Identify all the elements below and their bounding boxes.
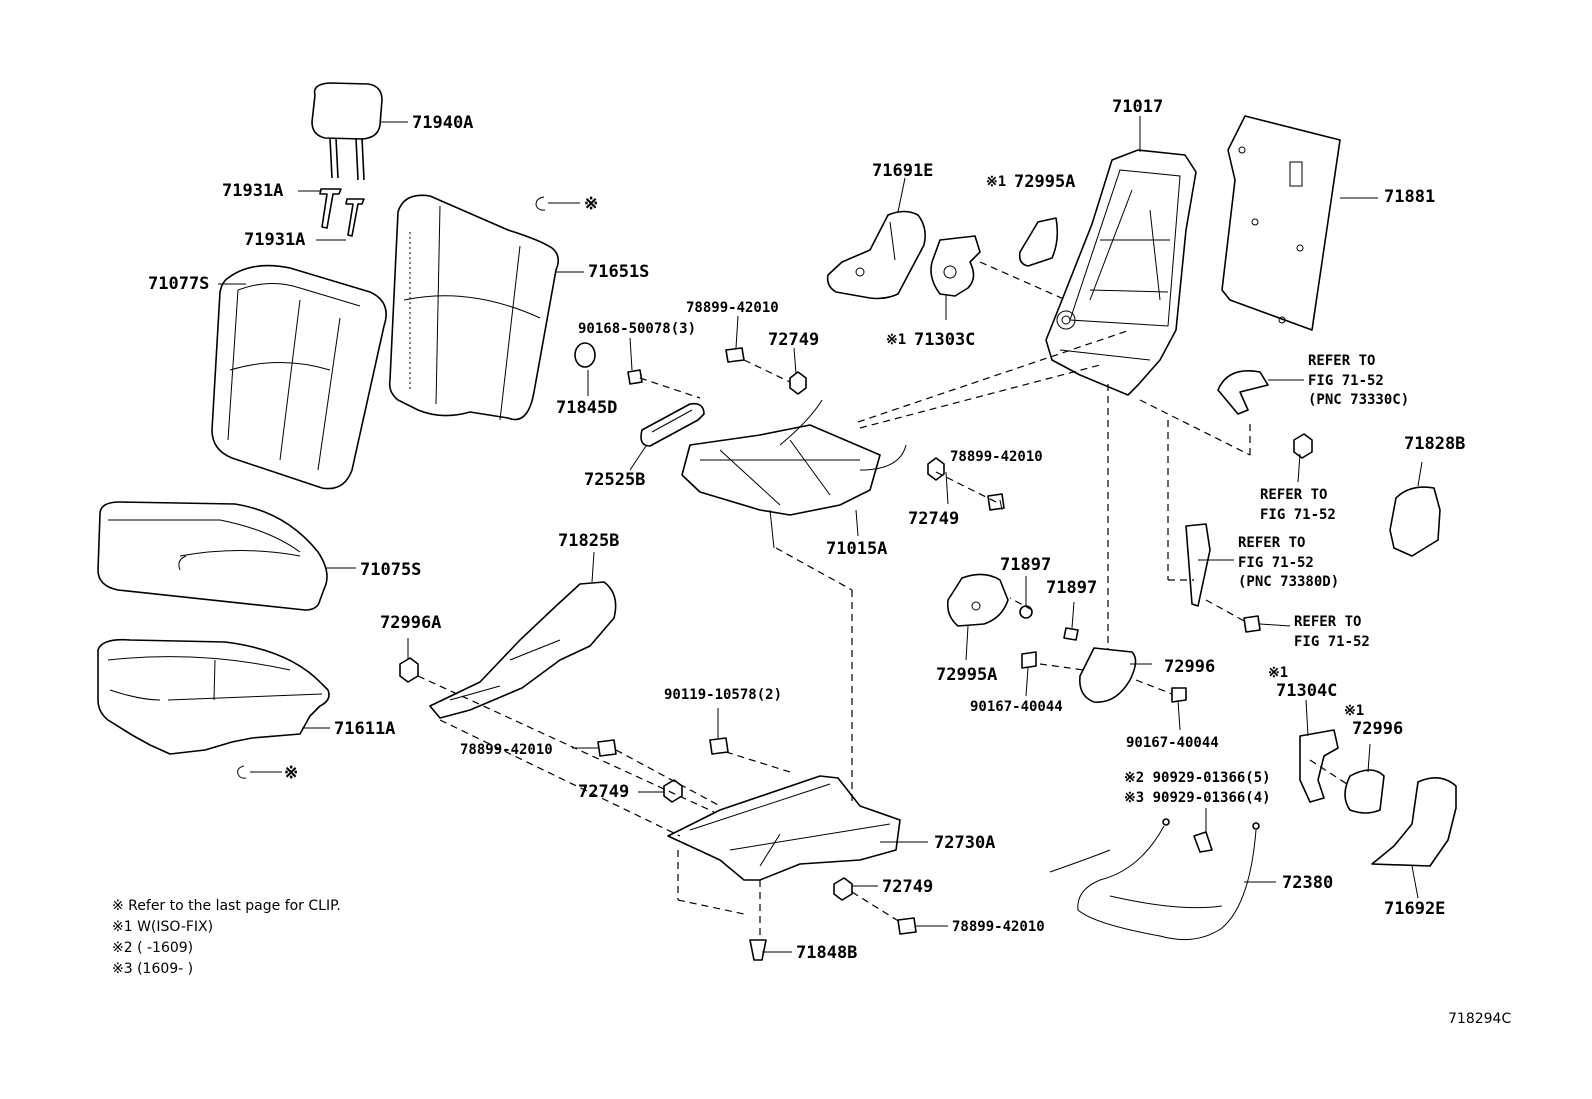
label-71897-a: 71897 bbox=[1000, 555, 1051, 575]
legend-iso-fix-note: ※1 W(ISO-FIX) bbox=[112, 919, 213, 935]
label-78899-42010-b: 78899-42010 bbox=[950, 449, 1043, 465]
clip-symbol-bottom bbox=[237, 765, 282, 779]
seatback-cover-illustration bbox=[211, 264, 387, 490]
recliner-cover-small-illustration bbox=[1018, 217, 1059, 267]
label-71897-b: 71897 bbox=[1046, 578, 1097, 598]
label-refer3-line2: FIG 71-52 bbox=[1238, 555, 1314, 571]
label-71077S: 71077S bbox=[148, 274, 209, 294]
label-71303C: 71303C bbox=[914, 330, 975, 350]
recliner-cover-outer-illustration bbox=[930, 235, 981, 320]
small-fastener-group-top bbox=[574, 342, 1005, 511]
label-71931A-upper: 71931A bbox=[222, 181, 283, 201]
label-90168-50078: 90168-50078(3) bbox=[578, 321, 696, 337]
part-labels: 71940A 71931A 71931A 71077S 71651S ※ ※ 7… bbox=[148, 97, 1465, 963]
label-71828B: 71828B bbox=[1404, 434, 1465, 454]
label-90929-01366-5: ※2 90929-01366(5) bbox=[1124, 770, 1271, 786]
label-refer2-line2: FIG 71-52 bbox=[1260, 507, 1336, 523]
label-72996A: 72996A bbox=[380, 613, 441, 633]
label-refer3-line1: REFER TO bbox=[1238, 535, 1305, 551]
seatbelt-anchor-illustration bbox=[1217, 370, 1313, 459]
label-72749-d: 72749 bbox=[882, 877, 933, 897]
small-fastener-group-bottom bbox=[749, 877, 917, 961]
clip-symbol-top bbox=[535, 196, 580, 211]
legend-prod-date-after: ※3 (1609- ) bbox=[112, 961, 193, 977]
seat-cushion-cover-illustration bbox=[97, 501, 328, 611]
label-refer4-line1: REFER TO bbox=[1294, 614, 1361, 630]
label-71304C-mark: ※1 bbox=[1268, 665, 1288, 681]
label-71651S: 71651S bbox=[588, 262, 649, 282]
seatback-frame-illustration bbox=[1045, 149, 1197, 396]
label-71017: 71017 bbox=[1112, 97, 1163, 117]
label-71845D: 71845D bbox=[556, 398, 617, 418]
label-90167-40044-a: 90167-40044 bbox=[970, 699, 1063, 715]
legend-clip-note: ※ Refer to the last page for CLIP. bbox=[112, 898, 341, 914]
label-refer1-line1: REFER TO bbox=[1308, 353, 1375, 369]
label-71825B: 71825B bbox=[558, 531, 619, 551]
label-90929-01366-4: ※3 90929-01366(4) bbox=[1124, 790, 1271, 806]
seat-cushion-pad-illustration bbox=[97, 638, 330, 755]
label-72996-right: 72996 bbox=[1352, 719, 1403, 739]
label-71075S: 71075S bbox=[360, 560, 421, 580]
label-71940A: 71940A bbox=[412, 113, 473, 133]
label-72749-a: 72749 bbox=[768, 330, 819, 350]
label-72730A: 72730A bbox=[934, 833, 995, 853]
seat-track-illustration bbox=[667, 775, 901, 881]
label-71303C-mark: ※1 bbox=[886, 332, 906, 348]
label-refer3-line3: (PNC 73380D) bbox=[1238, 574, 1339, 590]
label-78899-42010-c: 78899-42010 bbox=[460, 742, 553, 758]
recliner-cover-inner-illustration bbox=[826, 210, 926, 300]
seat-frame-illustration bbox=[681, 399, 907, 549]
label-71692E: 71692E bbox=[1384, 899, 1445, 919]
side-cover-illustration bbox=[1371, 777, 1457, 867]
side-shield-illustration bbox=[1389, 486, 1441, 557]
label-72995A-top: 72995A bbox=[1014, 172, 1075, 192]
headrest-guide-illustration bbox=[319, 188, 365, 237]
label-refer1-line3: (PNC 73330C) bbox=[1308, 392, 1409, 408]
assembly-dashed-lines bbox=[417, 261, 1351, 938]
label-72995A-mark: ※1 bbox=[986, 174, 1006, 190]
label-72749-b: 72749 bbox=[908, 509, 959, 529]
label-78899-42010-a: 78899-42010 bbox=[686, 300, 779, 316]
seatback-pad-illustration bbox=[388, 194, 560, 421]
figure-id: 718294C bbox=[1448, 1011, 1511, 1027]
label-refer1-line2: FIG 71-52 bbox=[1308, 373, 1384, 389]
label-71931A-lower: 71931A bbox=[244, 230, 305, 250]
legend: ※ Refer to the last page for CLIP. ※1 W(… bbox=[112, 898, 341, 977]
label-71304C: 71304C bbox=[1276, 681, 1337, 701]
label-71611A: 71611A bbox=[334, 719, 395, 739]
label-71691E: 71691E bbox=[872, 161, 933, 181]
back-board-illustration bbox=[1221, 115, 1341, 331]
label-90167-40044-b: 90167-40044 bbox=[1126, 735, 1219, 751]
label-78899-42010-d: 78899-42010 bbox=[952, 919, 1045, 935]
label-72380: 72380 bbox=[1282, 873, 1333, 893]
label-clip-top: ※ bbox=[584, 194, 598, 214]
label-71015A: 71015A bbox=[826, 539, 887, 559]
headrest-illustration bbox=[311, 82, 383, 181]
label-72995A-mid: 72995A bbox=[936, 665, 997, 685]
recliner-covers-mid-illustration bbox=[946, 573, 1187, 703]
label-72996-right-mark: ※1 bbox=[1344, 703, 1364, 719]
label-71848B: 71848B bbox=[796, 943, 857, 963]
legend-prod-date-before: ※2 ( -1609) bbox=[112, 940, 193, 956]
recliner-covers-right-illustration bbox=[1299, 729, 1385, 814]
release-cable-illustration bbox=[1049, 818, 1260, 941]
cushion-side-shield-illustration bbox=[429, 581, 617, 719]
label-72525B: 72525B bbox=[584, 470, 645, 490]
label-90119-10578: 90119-10578(2) bbox=[664, 687, 782, 703]
label-71881: 71881 bbox=[1384, 187, 1435, 207]
label-refer4-line2: FIG 71-52 bbox=[1294, 634, 1370, 650]
label-72749-c: 72749 bbox=[578, 782, 629, 802]
label-clip-bottom: ※ bbox=[284, 763, 298, 783]
label-72996-mid: 72996 bbox=[1164, 657, 1215, 677]
seatbelt-buckle-illustration bbox=[1185, 523, 1261, 633]
label-refer2-line1: REFER TO bbox=[1260, 487, 1327, 503]
leader-lines bbox=[218, 116, 1423, 953]
adjuster-handle-illustration bbox=[640, 402, 705, 447]
